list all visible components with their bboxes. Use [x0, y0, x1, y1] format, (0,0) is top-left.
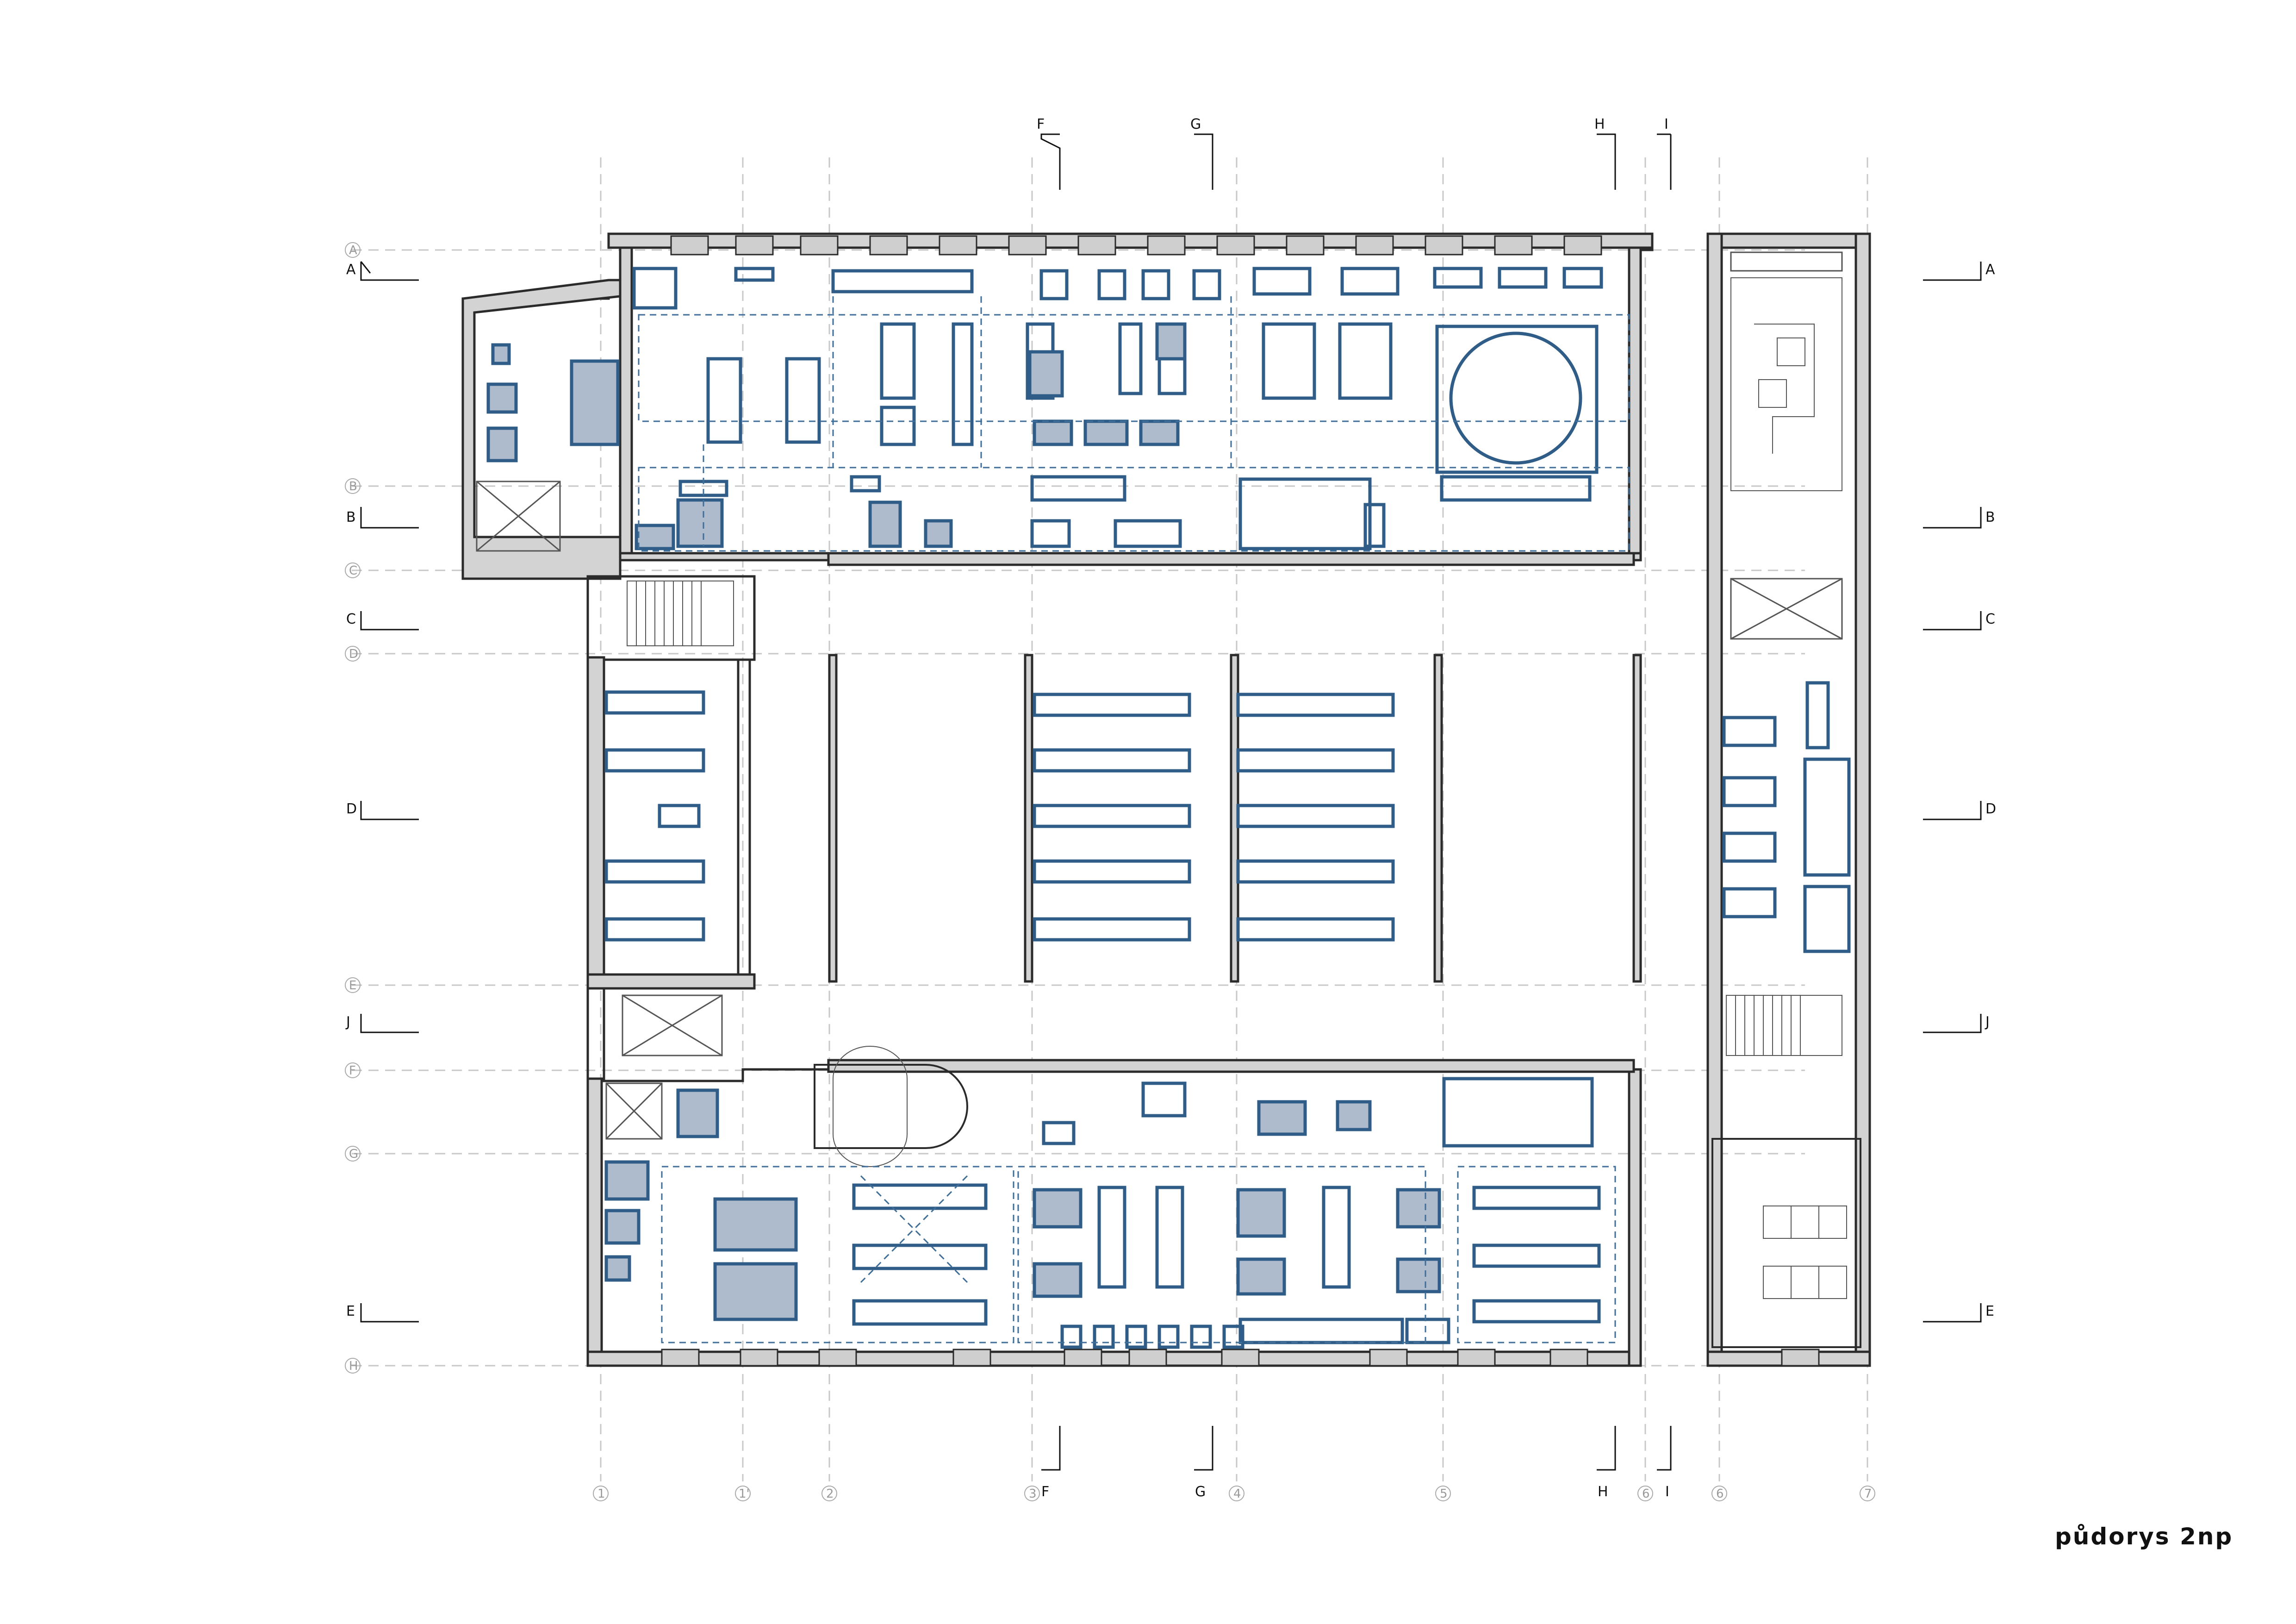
section-labels-top: F G H I — [1037, 116, 1668, 132]
svg-text:F: F — [1041, 1484, 1049, 1500]
grid-col-1-prime: 1' — [739, 1487, 750, 1501]
furniture-layout — [604, 267, 1851, 1349]
grid-col-7: 7 — [1864, 1487, 1872, 1501]
grid-row-f: F — [349, 1064, 356, 1078]
svg-text:E: E — [346, 1303, 355, 1319]
svg-text:C: C — [1985, 611, 1995, 627]
grid-row-a: A — [349, 244, 357, 257]
svg-text:D: D — [346, 801, 357, 817]
furniture-filled — [486, 322, 1441, 1321]
grid-col-2: 2 — [826, 1487, 834, 1501]
grid-row-h: H — [349, 1359, 358, 1373]
circulation-paths — [638, 296, 1630, 1343]
section-labels-bottom: F G H I — [1041, 1484, 1669, 1500]
grid-col-4: 4 — [1233, 1487, 1241, 1501]
row-grid-markers: A B C D E F G H — [345, 242, 361, 1374]
svg-text:H: H — [1594, 116, 1605, 132]
grid-col-6b: 6 — [1716, 1487, 1724, 1501]
grid-row-b: B — [349, 480, 357, 493]
grid-row-g: G — [349, 1147, 358, 1161]
building-walls — [461, 232, 1871, 1367]
window-niches-south — [661, 1349, 1820, 1367]
svg-text:D: D — [1985, 801, 1996, 817]
section-markers-right — [1923, 262, 1982, 1323]
stairs — [627, 581, 1842, 1167]
svg-text:A: A — [1985, 262, 1995, 278]
svg-text:G: G — [1195, 1484, 1206, 1500]
column-grid-markers: 1 1' 2 3 4 5 6 6 7 — [593, 1486, 1875, 1501]
svg-text:B: B — [346, 509, 356, 525]
grid-col-1: 1 — [597, 1487, 605, 1501]
right-tower-windows — [1711, 1138, 1861, 1348]
section-markers-top — [1040, 133, 1672, 190]
svg-text:J: J — [345, 1014, 350, 1030]
section-labels-left: A B C D J E — [345, 262, 357, 1319]
window-niches-north — [670, 235, 1602, 256]
grid-col-3: 3 — [1029, 1487, 1037, 1501]
section-markers-left — [360, 261, 419, 1323]
right-tower-core — [1730, 277, 1842, 491]
section-labels-right: A B C D J E — [1985, 262, 1996, 1319]
grid-row-d: D — [349, 647, 358, 661]
svg-text:J: J — [1985, 1014, 1990, 1030]
svg-text:F: F — [1037, 116, 1045, 132]
stair-voids — [476, 251, 1843, 1140]
grid-col-6a: 6 — [1642, 1487, 1650, 1501]
drawing-title: půdorys 2np — [2055, 1523, 2234, 1550]
svg-text:E: E — [1985, 1303, 1994, 1319]
svg-text:I: I — [1664, 116, 1668, 132]
svg-text:A: A — [346, 262, 356, 278]
section-markers-bottom — [1041, 1426, 1672, 1471]
svg-text:G: G — [1190, 116, 1201, 132]
svg-text:I: I — [1665, 1484, 1669, 1500]
svg-text:C: C — [346, 611, 356, 627]
svg-text:H: H — [1598, 1484, 1608, 1500]
svg-text:B: B — [1985, 509, 1995, 525]
grid-col-5: 5 — [1440, 1487, 1448, 1501]
grid-row-c: C — [349, 564, 357, 578]
grid-row-e: E — [349, 979, 356, 993]
